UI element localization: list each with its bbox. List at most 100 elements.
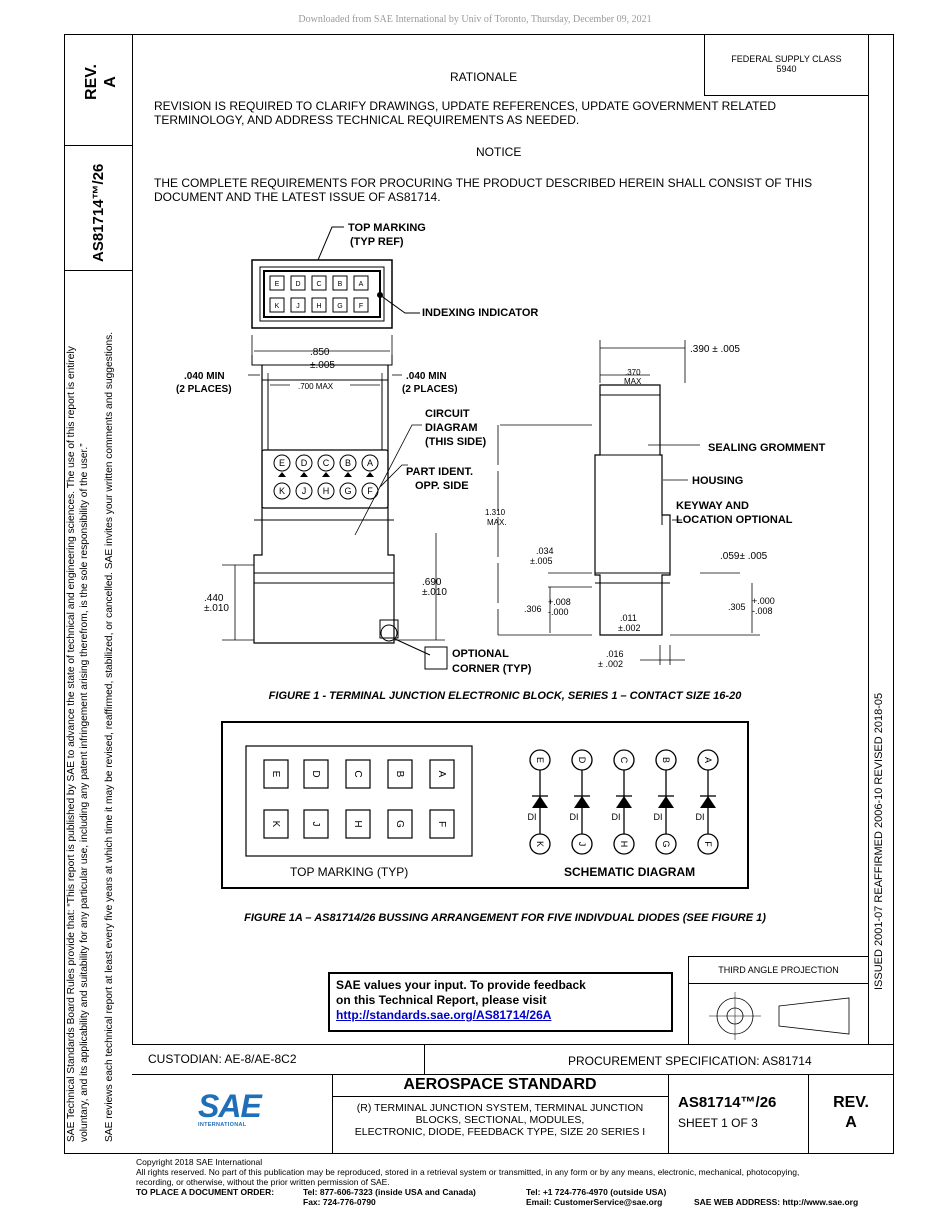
dim-440-tol: ±.010 (204, 603, 229, 614)
dim-850: .850 (310, 347, 330, 358)
circuit-bottom-letter-0: K (279, 486, 285, 496)
diode-label-4: DI (696, 812, 705, 822)
rules-line-3: SAE reviews each technical report at lea… (104, 331, 115, 1142)
federal-supply-value: 5940 (776, 64, 797, 74)
rules-line-1: SAE Technical Standards Board Rules prov… (66, 346, 77, 1142)
right-column-divider (868, 34, 869, 1044)
title-divider (668, 1074, 669, 1154)
schem-bottom-3: G (661, 840, 671, 847)
label-keyway-a: KEYWAY AND (676, 500, 749, 512)
left-rev-block: REV. A (82, 52, 120, 112)
document-title: (R) TERMINAL JUNCTION SYSTEM, TERMINAL J… (332, 1102, 668, 1138)
circuit-bottom-letter-4: F (367, 486, 373, 496)
diode-label-2: DI (612, 812, 621, 822)
title-line-1: (R) TERMINAL JUNCTION SYSTEM, TERMINAL J… (356, 1102, 644, 1114)
rationale-text: REVISION IS REQUIRED TO CLARIFY DRAWINGS… (154, 99, 777, 127)
fig1-top-letter-1: D (295, 281, 300, 288)
schem-top-2: C (619, 757, 629, 764)
rules-line-2: voluntary, and its applicability and sui… (79, 443, 90, 1142)
marking-top-2: C (352, 770, 363, 777)
download-notice: Downloaded from SAE International by Uni… (298, 14, 652, 25)
dim-440: .440 (204, 593, 224, 604)
left-rev-divider (64, 145, 132, 146)
fig1-top-letter-3: B (338, 281, 343, 288)
title-line-2: BLOCKS, SECTIONAL, MODULES, (415, 1114, 585, 1126)
dim-305-tol-b: -.008 (752, 606, 773, 616)
top-block-recess (263, 270, 381, 318)
label-optional-b: CORNER (TYP) (452, 663, 532, 675)
sae-logo: SAE INTERNATIONAL (198, 1090, 268, 1136)
feedback-link[interactable]: http://standards.sae.org/AS81714/26A (336, 1008, 552, 1022)
marking-top-0: E (270, 771, 281, 778)
figure1-caption: FIGURE 1 - TERMINAL JUNCTION ELECTRONIC … (268, 690, 742, 702)
footer-rights-1: All rights reserved. No part of this pub… (136, 1167, 800, 1177)
top-block-inner (259, 266, 385, 322)
circuit-diode-arrows (278, 472, 374, 477)
dim-016-tol: ± .002 (598, 659, 623, 669)
projection-symbol (709, 992, 850, 1040)
feedback-line-2: on this Technical Report, please visit (336, 993, 547, 1007)
marking-bottom-4: F (436, 821, 447, 827)
dim-040-left-a: .040 MIN (184, 371, 225, 382)
figure1a-caption: FIGURE 1A – AS81714/26 BUSSING ARRANGEME… (244, 912, 766, 924)
notice-heading: NOTICE (476, 145, 522, 159)
marking-top-1: D (310, 770, 321, 777)
dim-690-tol: ±.010 (422, 587, 447, 598)
footer-rights-2: recording, or otherwise, without the pri… (136, 1177, 390, 1187)
projection-box: THIRD ANGLE PROJECTION (688, 956, 868, 1044)
feedback-line-1: SAE values your input. To provide feedba… (336, 978, 586, 992)
custodian-divider (424, 1044, 425, 1074)
left-rev-value: A (102, 76, 119, 88)
dim-306-tol-b: -.000 (548, 607, 569, 617)
schem-top-4: A (703, 757, 713, 763)
footer-copyright: Copyright 2018 SAE International (136, 1157, 263, 1167)
dim-1310-a: 1.310 (485, 508, 506, 517)
fig1-bottom-letter-3: G (337, 303, 342, 310)
dim-1310-b: MAX. (487, 518, 507, 527)
left-column-divider (132, 34, 133, 1044)
footer-email: Email: CustomerService@sae.org (526, 1197, 663, 1207)
label-typ-ref: (TYP REF) (350, 236, 404, 248)
title-doc-number: AS81714™/26 (678, 1094, 777, 1111)
custodian: CUSTODIAN: AE-8/AE-8C2 (148, 1052, 297, 1066)
circuit-bottom-letter-3: G (344, 486, 351, 496)
top-block-outer (251, 259, 393, 329)
label-housing: HOUSING (692, 475, 743, 487)
dim-059: .059± .005 (720, 551, 768, 562)
circuit-top-letter-3: B (345, 458, 351, 468)
dim-040-left-b: (2 PLACES) (176, 384, 232, 395)
dim-016: .016 (606, 649, 624, 659)
schem-bottom-4: F (703, 841, 713, 847)
label-part-b: OPP. SIDE (415, 480, 469, 492)
notice-text: THE COMPLETE REQUIREMENTS FOR PROCURING … (154, 176, 813, 204)
left-docnum-divider (64, 270, 132, 271)
title-block-top-line (132, 1044, 894, 1045)
projection-label: THIRD ANGLE PROJECTION (689, 957, 868, 984)
dim-306-tol-a: +.008 (548, 597, 571, 607)
marking-bottom-3: G (394, 820, 405, 828)
circuit-top-letter-2: C (323, 458, 330, 468)
fig1-top-letter-4: A (359, 281, 364, 288)
diode-label-0: DI (528, 812, 537, 822)
rationale-heading: RATIONALE (450, 70, 518, 84)
dim-306: .306 (524, 604, 542, 614)
title-rev-label: REV. (833, 1094, 869, 1111)
footer-web: SAE WEB ADDRESS: http://www.sae.org (694, 1197, 859, 1207)
footer-order-label: TO PLACE A DOCUMENT ORDER: (136, 1187, 275, 1197)
label-circuit-a: CIRCUIT (425, 408, 470, 420)
circuit-top-letter-1: D (301, 458, 308, 468)
circuit-top-letter-4: A (367, 458, 373, 468)
schem-top-0: E (535, 757, 545, 763)
footer-tel-outside: Tel: +1 724-776-4970 (outside USA) (526, 1187, 667, 1197)
page-frame (64, 34, 894, 1154)
figure1a-frame (221, 721, 749, 889)
dim-011: .011 (620, 613, 637, 623)
sae-logo-mark: SAE (198, 1088, 262, 1124)
label-circuit-c: (THIS SIDE) (425, 436, 486, 448)
dim-034: .034 (536, 546, 554, 556)
footer-tel-usa: Tel: 877-606-7323 (inside USA and Canada… (303, 1187, 476, 1197)
label-part-a: PART IDENT. (406, 466, 473, 478)
label-top-marking: TOP MARKING (348, 222, 426, 234)
title-rev-block: REV. A (808, 1093, 894, 1133)
